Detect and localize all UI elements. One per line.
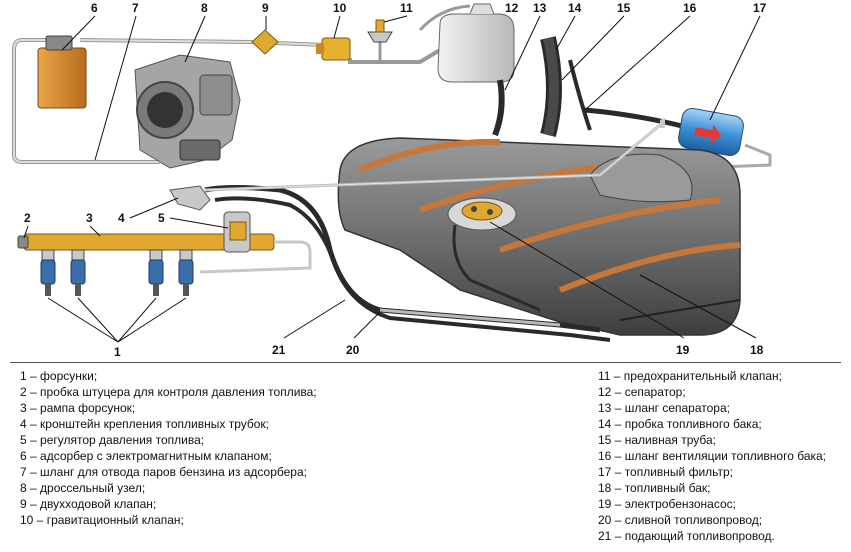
callout-9: 9 bbox=[262, 1, 269, 15]
callout-5: 5 bbox=[158, 211, 165, 225]
callout-13: 13 bbox=[533, 1, 547, 15]
callout-2: 2 bbox=[24, 211, 31, 225]
legend-item-8: 8 – дроссельный узел; bbox=[20, 481, 146, 495]
legend-right: 11 – предохранительный клапан; 12 – сепа… bbox=[598, 368, 826, 544]
callout-19: 19 bbox=[676, 343, 690, 357]
legend-item-12: 12 – сепаратор; bbox=[598, 385, 686, 399]
callout-1: 1 bbox=[114, 345, 121, 359]
callout-6: 6 bbox=[91, 1, 98, 15]
legend-item-3: 3 – рампа форсунок; bbox=[20, 401, 136, 415]
tube-bracket bbox=[169, 185, 211, 211]
legend-item-10: 10 – гравитационный клапан; bbox=[20, 513, 184, 527]
legend-item-1: 1 – форсунки; bbox=[20, 369, 98, 383]
two-way-valve bbox=[251, 29, 279, 55]
callout-21: 21 bbox=[272, 343, 286, 357]
adsorber bbox=[37, 35, 87, 109]
callout-7: 7 bbox=[132, 1, 139, 15]
callout-18: 18 bbox=[750, 343, 764, 357]
gravity-valve bbox=[316, 37, 351, 61]
callout-10: 10 bbox=[333, 1, 347, 15]
fuel-injectors bbox=[40, 249, 194, 296]
fuel-lines bbox=[204, 123, 661, 342]
legend-item-5: 5 – регулятор давления топлива; bbox=[20, 433, 205, 447]
legend-item-11: 11 – предохранительный клапан; bbox=[598, 369, 782, 383]
throttle-body bbox=[134, 54, 241, 169]
fuel-system-diagram: 6 7 8 9 10 11 12 13 14 15 16 17 2 3 4 5 … bbox=[12, 1, 772, 359]
legend-item-21: 21 – подающий топливопровод. bbox=[598, 529, 775, 543]
safety-valve bbox=[367, 19, 393, 43]
callout-17: 17 bbox=[753, 1, 767, 15]
legend-item-18: 18 – топливный бак; bbox=[598, 481, 711, 495]
callout-3: 3 bbox=[86, 211, 93, 225]
legend-item-20: 20 – сливной топливопровод; bbox=[598, 513, 763, 527]
callout-14: 14 bbox=[568, 1, 582, 15]
separator bbox=[418, 3, 515, 83]
legend-left: 1 – форсунки; 2 – пробка штуцера для кон… bbox=[20, 368, 317, 528]
vapour-tube bbox=[12, 38, 442, 164]
legend-item-16: 16 – шланг вентиляции топливного бака; bbox=[598, 449, 827, 463]
hoses-top bbox=[492, 36, 691, 138]
leader-lines bbox=[23, 15, 761, 343]
callout-20: 20 bbox=[346, 343, 360, 357]
callout-numbers: 6 7 8 9 10 11 12 13 14 15 16 17 2 3 4 5 … bbox=[24, 1, 767, 359]
legend-item-13: 13 – шланг сепаратора; bbox=[598, 401, 730, 415]
callout-11: 11 bbox=[400, 1, 413, 15]
legend-item-19: 19 – электробензонасос; bbox=[598, 497, 736, 511]
legend-item-4: 4 – кронштейн крепления топливных трубок… bbox=[20, 417, 269, 431]
legend-item-9: 9 – двухходовой клапан; bbox=[20, 497, 157, 511]
fuel-rail bbox=[17, 233, 312, 274]
fuel-tank bbox=[337, 137, 741, 336]
legend-item-6: 6 – адсорбер с электромагнитным клапаном… bbox=[20, 449, 272, 463]
divider bbox=[10, 362, 841, 363]
callout-15: 15 bbox=[617, 1, 631, 15]
callout-16: 16 bbox=[683, 1, 697, 15]
callout-4: 4 bbox=[118, 211, 125, 225]
legend-item-7: 7 – шланг для отвода паров бензина из ад… bbox=[20, 465, 307, 479]
legend-item-14: 14 – пробка топливного бака; bbox=[598, 417, 762, 431]
legend-item-2: 2 – пробка штуцера для контроля давления… bbox=[20, 385, 317, 399]
callout-12: 12 bbox=[505, 1, 519, 15]
callout-8: 8 bbox=[201, 1, 208, 15]
fuel-pump bbox=[447, 197, 517, 231]
pressure-regulator bbox=[223, 211, 251, 253]
legend-item-17: 17 – топливный фильтр; bbox=[598, 465, 733, 479]
legend-item-15: 15 – наливная труба; bbox=[598, 433, 716, 447]
